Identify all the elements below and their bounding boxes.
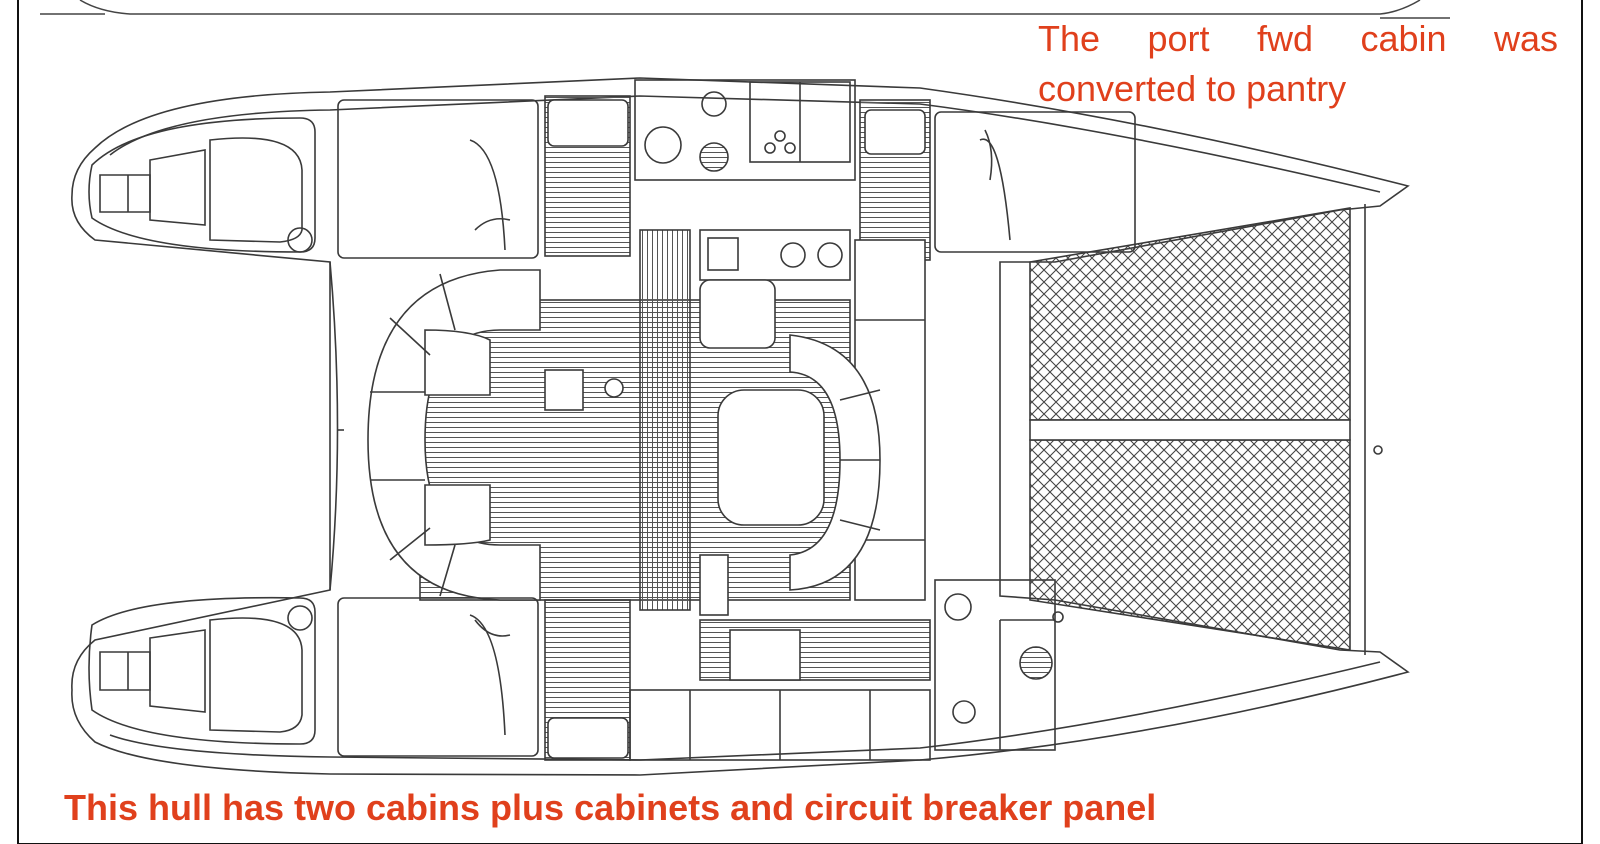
catamaran-floorplan: [71, 77, 1410, 776]
top-aft-berth: [88, 117, 316, 253]
bottom-head: [934, 579, 1064, 751]
starboard-hull-note: This hull has two cabins plus cabinets a…: [64, 787, 1157, 828]
bottom-hull-cabins: [337, 554, 931, 761]
top-galley: [634, 79, 856, 181]
hull-outline: [71, 77, 1410, 776]
bottom-aft-berth: [88, 596, 316, 745]
port-fwd-cabin-note: The port fwd cabin was converted to pant…: [1038, 18, 1558, 109]
saloon-dinette: [717, 334, 881, 591]
upper-drawing-fragment: [40, 0, 1450, 19]
companionway: [639, 229, 691, 611]
port-settee: [367, 269, 624, 601]
page-border: [17, 0, 1583, 844]
trampoline-nets: [1029, 204, 1383, 655]
trampoline-net-top: [1029, 207, 1351, 421]
trampoline-net-bottom: [1029, 439, 1351, 651]
aft-cockpit: [329, 261, 339, 591]
